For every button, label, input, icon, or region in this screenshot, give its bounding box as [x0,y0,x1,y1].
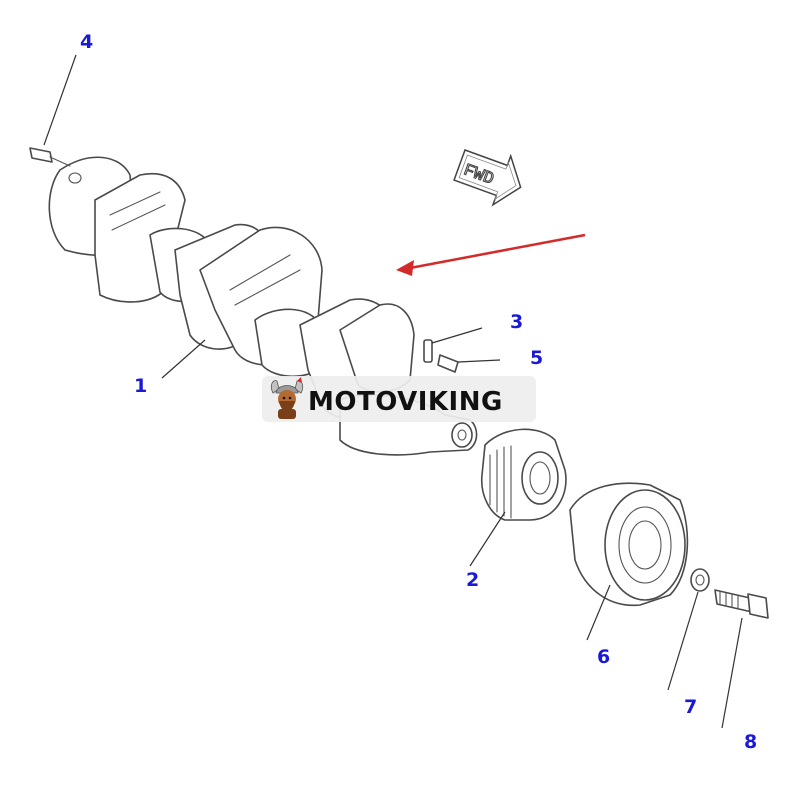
callout-2: 2 [466,569,479,591]
leader-lines [43,54,743,729]
callout-7: 7 [684,696,697,718]
crankshaft-gear [480,428,567,521]
callout-8: 8 [744,731,757,753]
key-part-5 [437,354,459,373]
callout-5: 5 [530,347,543,369]
crankshaft-pulley [569,482,689,607]
fwd-direction-marker: FWD [453,149,522,207]
washer [690,568,710,592]
motoviking-watermark: MOTOVIKING [262,376,536,422]
watermark-brand: MOTOVIKING [308,387,503,417]
callout-3: 3 [510,311,523,333]
viking-mascot-icon [270,377,304,419]
callout-numbers: 1 2 3 4 5 6 7 8 [80,31,757,753]
red-pointer-arrow [396,233,586,276]
callout-4: 4 [80,31,93,53]
callout-1: 1 [134,375,147,397]
rear-dowel-pin [29,147,71,167]
pin-part-3 [423,339,433,363]
callout-6: 6 [597,646,610,668]
bolt [714,589,769,619]
